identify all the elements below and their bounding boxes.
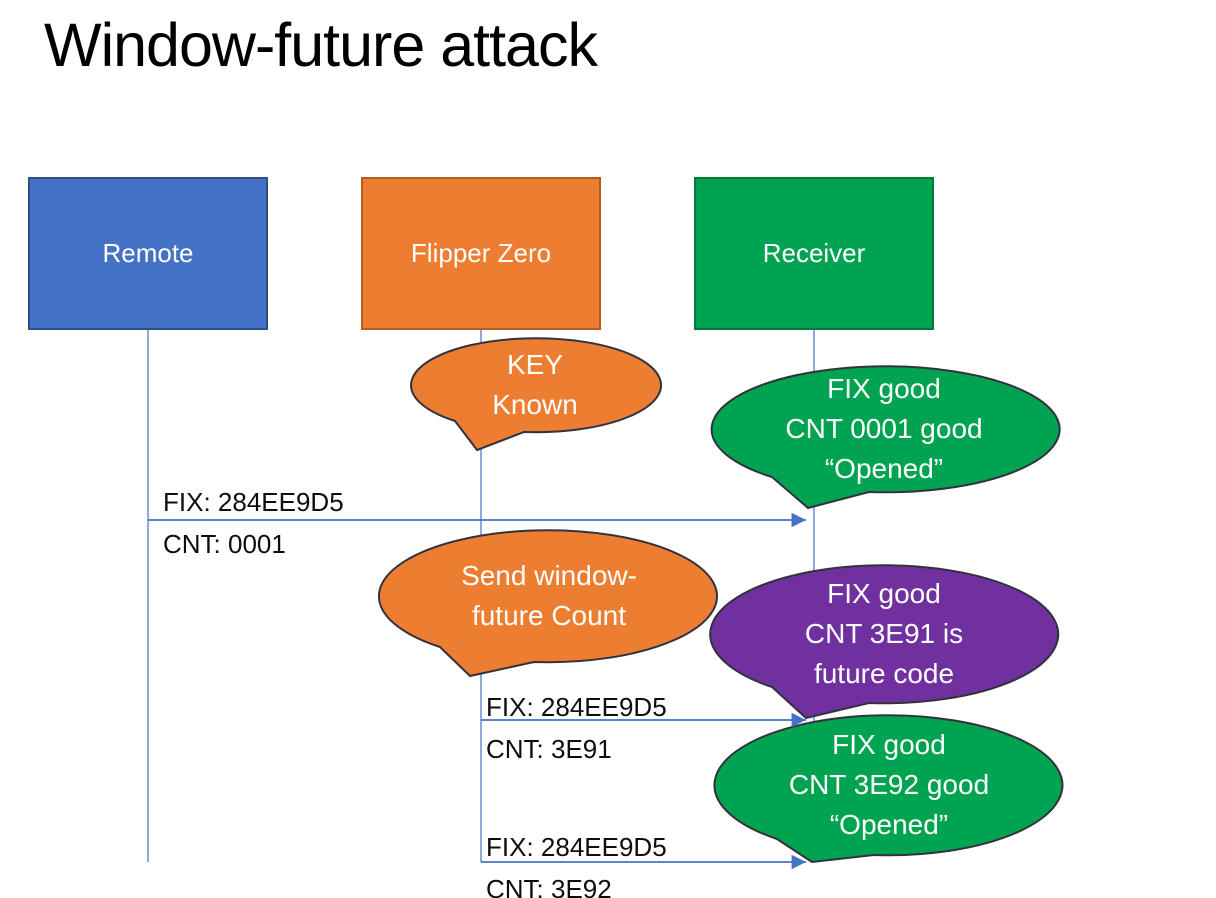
message-fix-label: FIX: 284EE9D5 bbox=[486, 692, 667, 722]
callout-shape-fix-good-cnt-3e92 bbox=[713, 714, 1064, 864]
message-fix-label: FIX: 284EE9D5 bbox=[486, 832, 667, 862]
callout-line: future Count bbox=[471, 600, 627, 631]
message-3-labels: FIX: 284EE9D5 CNT: 3E92 bbox=[486, 826, 667, 898]
actor-box-receiver: Receiver bbox=[694, 177, 934, 330]
message-1-labels: FIX: 284EE9D5 CNT: 0001 bbox=[163, 481, 344, 565]
callout-text-fix-good-cnt-3e92: FIX good CNT 3E92 good “Opened” bbox=[715, 725, 1063, 845]
slide-title: Window-future attack bbox=[44, 11, 598, 79]
message-cnt-label: CNT: 0001 bbox=[163, 529, 286, 559]
message-cnt-label: CNT: 3E92 bbox=[486, 874, 612, 898]
callout-line: “Opened” bbox=[829, 809, 949, 840]
callout-line: Known bbox=[492, 389, 578, 420]
callout-line: CNT 3E91 is bbox=[804, 618, 964, 649]
callout-shape-fix-good-cnt-3e91 bbox=[709, 564, 1060, 720]
callout-text-fix-good-cnt-3e91: FIX good CNT 3E91 is future code bbox=[710, 574, 1058, 694]
callout-shape-fix-good-cnt-0001 bbox=[710, 365, 1061, 510]
callout-line: KEY bbox=[506, 349, 564, 380]
message-cnt-label: CNT: 3E91 bbox=[486, 734, 612, 764]
message-fix-label: FIX: 284EE9D5 bbox=[163, 487, 344, 517]
actor-label-remote: Remote bbox=[102, 238, 194, 268]
callout-line: “Opened” bbox=[824, 453, 944, 484]
callout-line: CNT 3E92 good bbox=[788, 769, 990, 800]
callout-line: future code bbox=[813, 658, 955, 689]
actor-box-flipper-zero: Flipper Zero bbox=[361, 177, 601, 330]
actor-label-receiver: Receiver bbox=[762, 238, 866, 268]
callout-shape-key-known bbox=[410, 337, 663, 452]
callout-line: CNT 0001 good bbox=[785, 413, 983, 444]
callout-line: FIX good bbox=[827, 578, 941, 609]
message-2-labels: FIX: 284EE9D5 CNT: 3E91 bbox=[486, 686, 667, 770]
callout-line: FIX good bbox=[832, 729, 946, 760]
callout-shape-send-window-future bbox=[377, 529, 718, 678]
callout-line: Send window- bbox=[461, 560, 637, 591]
callout-text-key-known: KEY Known bbox=[385, 345, 685, 425]
callout-text-send-window-future: Send window- future Count bbox=[379, 556, 719, 636]
actor-label-flipper-zero: Flipper Zero bbox=[410, 238, 552, 268]
callout-text-fix-good-cnt-0001: FIX good CNT 0001 good “Opened” bbox=[710, 369, 1058, 489]
callout-line: FIX good bbox=[827, 373, 941, 404]
actor-box-remote: Remote bbox=[28, 177, 268, 330]
